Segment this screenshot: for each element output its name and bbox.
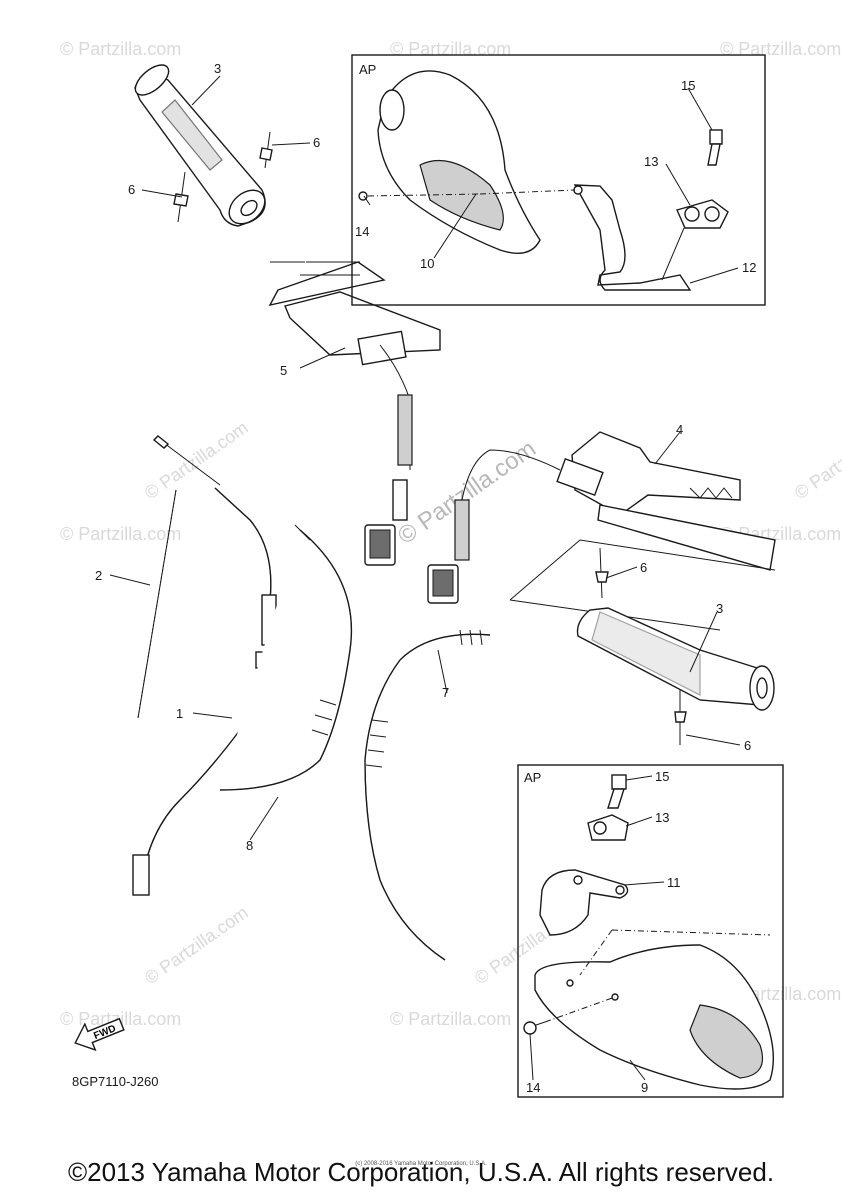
bolt-part-15-bottom	[607, 774, 627, 809]
part-code: 8GP7110-J260	[72, 1074, 159, 1089]
hose-part-7	[364, 629, 491, 961]
hose-part-8	[219, 524, 353, 791]
ap-label: AP	[359, 62, 376, 77]
spring-part-2	[137, 489, 177, 719]
watermark: © Partzilla.com	[60, 39, 181, 59]
handguard-part-9	[534, 944, 775, 1090]
grip-left-part-3	[134, 64, 266, 227]
clamp-part-13-bottom	[587, 814, 629, 841]
callout-12: 12	[742, 260, 756, 275]
watermark: © Partzilla.com	[720, 39, 841, 59]
copyright-footer: ©2013 Yamaha Motor Corporation, U.S.A. A…	[67, 1157, 775, 1187]
callout-5: 5	[280, 363, 287, 378]
screw-part-14-bottom	[523, 1021, 546, 1035]
grip-right-part-3	[576, 607, 775, 711]
watermark: © Partzilla.com	[60, 524, 181, 544]
cable-part-1	[132, 435, 277, 896]
watermark: © Partzilla.com	[390, 39, 511, 59]
callout-3: 3	[214, 61, 221, 76]
callout-1: 1	[176, 706, 183, 721]
callout-6: 6	[128, 182, 135, 197]
ap-box-bottom	[517, 764, 784, 1098]
handguard-part-10	[377, 70, 541, 254]
callout-7: 7	[442, 685, 449, 700]
bracket-part-12	[573, 184, 692, 291]
callout-10: 10	[420, 256, 434, 271]
callout-4: 4	[676, 422, 683, 437]
watermark: © Partzilla.com	[141, 417, 252, 503]
callout-9: 9	[641, 1080, 648, 1095]
callout-6: 6	[640, 560, 647, 575]
callout-3: 3	[716, 601, 723, 616]
callout-15: 15	[681, 78, 695, 93]
heater-element-part-4	[427, 431, 776, 604]
callout-13: 13	[644, 154, 658, 169]
watermark: © Partzilla.com	[141, 902, 252, 988]
handlebar-parts-diagram: © Partzilla.com © Partzilla.com © Partzi…	[60, 39, 842, 1098]
small-print: (c) 2008-2016 Yamaha Motor Corporation, …	[355, 1161, 487, 1167]
callout-8: 8	[246, 838, 253, 853]
callout-11: 11	[667, 875, 681, 890]
ap-box-top	[351, 54, 766, 306]
callout-14: 14	[355, 224, 369, 239]
rivet-part-6-right	[595, 547, 687, 745]
heater-element-part-5	[268, 261, 441, 566]
ap-label: AP	[524, 770, 541, 785]
bolt-part-15-top	[707, 129, 723, 166]
watermark: © Partzilla.com	[60, 1009, 181, 1029]
callout-15: 15	[655, 769, 669, 784]
bracket-part-11	[539, 869, 629, 936]
callout-numbers: 3 6 6 5 15 13 14 10 12 4 2 6 3 1 7 6 8 1…	[95, 61, 756, 1095]
callout-2: 2	[95, 568, 102, 583]
callout-6: 6	[313, 135, 320, 150]
watermark: © Partzilla.com	[791, 417, 842, 503]
watermark: © Partzilla.com	[390, 1009, 511, 1029]
callout-13: 13	[655, 810, 669, 825]
callout-6: 6	[744, 738, 751, 753]
clamp-part-13-top	[676, 199, 729, 229]
callout-14: 14	[526, 1080, 540, 1095]
leader-lines	[109, 75, 741, 1081]
